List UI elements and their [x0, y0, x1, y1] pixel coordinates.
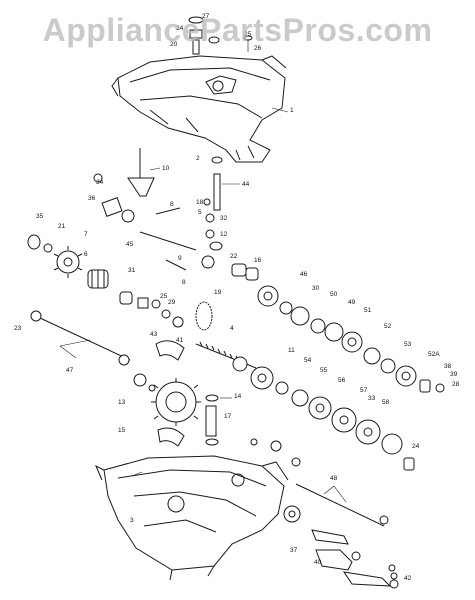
callout-25: 25 — [244, 31, 252, 38]
callout-11: 11 — [288, 347, 295, 354]
shaft-44 — [211, 156, 223, 211]
callout-49: 49 — [348, 299, 356, 306]
lower-pinions — [250, 438, 389, 527]
callout-34: 34 — [96, 179, 104, 186]
callout-53: 53 — [404, 341, 412, 348]
bull-gear-assembly — [30, 310, 219, 447]
callout-51: 51 — [364, 307, 372, 314]
callout-15: 15 — [118, 427, 126, 434]
callout-26: 26 — [254, 45, 262, 52]
callout-24b: 24 — [412, 443, 420, 450]
callout-35: 35 — [36, 213, 44, 220]
callout-47: 47 — [66, 367, 74, 374]
callout-40: 40 — [314, 559, 322, 566]
callout-13: 13 — [118, 399, 126, 406]
callout-23: 23 — [14, 325, 22, 332]
callout-39: 39 — [450, 371, 458, 378]
rods — [139, 207, 215, 271]
callout-30: 30 — [312, 285, 320, 292]
callout-3: 3 — [130, 517, 134, 524]
callout-25b: 25 — [160, 293, 168, 300]
callout-41: 41 — [176, 337, 184, 344]
callout-1: 1 — [290, 107, 294, 114]
callout-56: 56 — [338, 377, 346, 384]
callout-43: 43 — [150, 331, 158, 338]
callout-4: 4 — [230, 325, 234, 332]
funnel-10 — [93, 148, 155, 197]
callout-21: 21 — [58, 223, 66, 230]
shift-linkage — [283, 505, 399, 589]
callout-17: 17 — [224, 413, 232, 420]
callout-44: 44 — [242, 181, 250, 188]
callout-54: 54 — [304, 357, 312, 364]
callout-6: 6 — [84, 251, 88, 258]
callout-48: 48 — [330, 475, 338, 482]
left-gear-stack — [27, 197, 184, 328]
callout-12: 12 — [220, 231, 228, 238]
callout-8b: 8 — [182, 279, 186, 286]
leader-lines — [59, 107, 347, 503]
callout-37: 37 — [290, 547, 298, 554]
callout-labels: 27 24 20 25 26 1 2 44 10 18 34 36 35 21 … — [14, 13, 460, 582]
callout-27: 27 — [202, 13, 210, 20]
callout-33: 33 — [368, 395, 376, 402]
callout-5: 5 — [198, 209, 202, 216]
callout-2: 2 — [196, 155, 200, 162]
callout-38: 38 — [444, 363, 452, 370]
callout-52: 52 — [384, 323, 392, 330]
callout-20: 20 — [170, 41, 178, 48]
callout-55: 55 — [320, 367, 328, 374]
collars — [231, 263, 259, 281]
callout-8: 8 — [170, 201, 174, 208]
callout-14: 14 — [234, 393, 242, 400]
callout-19: 19 — [214, 289, 222, 296]
callout-16: 16 — [254, 257, 262, 264]
callout-24: 24 — [176, 25, 184, 32]
lower-housing — [95, 455, 289, 581]
callout-18: 18 — [196, 199, 204, 206]
upper-housing — [111, 55, 287, 163]
center-washers — [203, 198, 223, 251]
callout-42: 42 — [404, 575, 412, 582]
chain-19 — [195, 301, 213, 331]
callout-52a: 52A — [428, 351, 440, 358]
right-gear-train — [257, 285, 445, 393]
callout-32: 32 — [220, 215, 228, 222]
callout-50: 50 — [330, 291, 338, 298]
callout-45: 45 — [126, 241, 134, 248]
callout-31: 31 — [128, 267, 136, 274]
top-hardware — [188, 16, 253, 55]
callout-22: 22 — [230, 253, 238, 260]
callout-28: 28 — [452, 381, 460, 388]
callout-29: 29 — [168, 299, 176, 306]
mid-gear-train — [232, 356, 415, 471]
callout-7: 7 — [84, 231, 88, 238]
callout-58: 58 — [382, 399, 390, 406]
callout-36: 36 — [88, 195, 96, 202]
callout-9: 9 — [178, 255, 182, 262]
callout-46: 46 — [300, 271, 308, 278]
callout-10: 10 — [162, 165, 170, 172]
callout-57: 57 — [360, 387, 368, 394]
